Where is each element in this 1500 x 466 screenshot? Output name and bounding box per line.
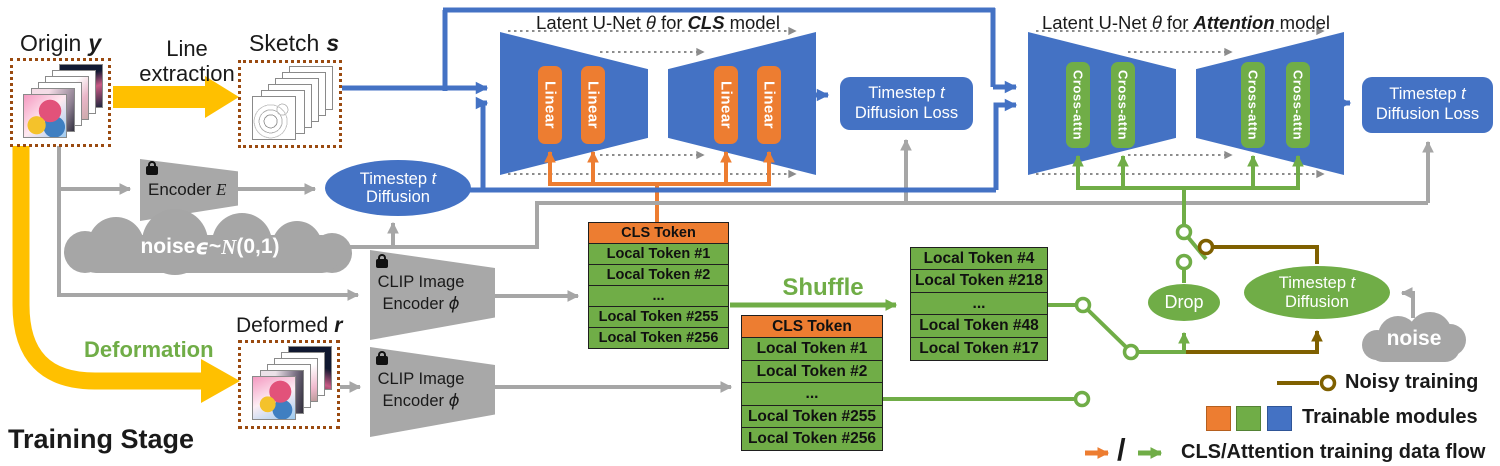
- legend-trainable-label: Trainable modules: [1302, 406, 1478, 428]
- linear-block: Linear: [538, 66, 562, 144]
- noise-cloud-small: noise: [1362, 308, 1466, 370]
- sketch-label-text: Sketch: [249, 30, 320, 56]
- legend-blue-square: [1267, 406, 1292, 431]
- linear-block: Linear: [714, 66, 738, 144]
- token-row: ...: [588, 284, 729, 308]
- legend-noisy-label: Noisy training: [1345, 371, 1479, 393]
- sketch-sheet-front: [252, 96, 296, 140]
- unet-cls-encoder-trapezoid: [500, 32, 648, 175]
- noise-cloud: noise ϵ~N(0,1): [64, 209, 356, 281]
- unet-attn-encoder-trapezoid: [1028, 32, 1176, 175]
- legend-orange-square: [1206, 406, 1231, 431]
- token-row: Local Token #4: [910, 247, 1048, 271]
- deformed-sheet-front: [252, 376, 296, 420]
- token-row: CLS Token: [588, 222, 729, 245]
- token-row: Local Token #255: [741, 404, 883, 429]
- cross-attn-block: Cross-attn: [1066, 62, 1090, 148]
- noise-formula: noise ϵ~N(0,1): [140, 234, 280, 260]
- token-row: Local Token #255: [588, 305, 729, 329]
- loss-line2: Diffusion Loss: [1375, 105, 1480, 123]
- token-row: Local Token #1: [588, 242, 729, 266]
- unet-cls-decoder-trapezoid: [668, 32, 816, 175]
- origin-token-stack: CLS Token Local Token #1 Local Token #2 …: [588, 222, 729, 350]
- cross-attn-block: Cross-attn: [1286, 62, 1310, 148]
- linear-block: Linear: [757, 66, 781, 144]
- deformed-image-stack: [238, 340, 340, 429]
- clip-encoder-top-label: CLIP Image Encoder ϕ: [377, 273, 465, 314]
- token-row: Local Token #2: [741, 359, 883, 384]
- legend-flow-label: CLS/Attention training data flow: [1181, 441, 1486, 463]
- token-row: Local Token #256: [741, 427, 883, 452]
- deformed-var: r: [334, 314, 343, 337]
- deformation-label: Deformation: [84, 337, 214, 362]
- lock-icon: [376, 351, 388, 365]
- legend-green-square: [1236, 406, 1261, 431]
- stage-title: Training Stage: [8, 424, 195, 454]
- origin-sheet-front: [23, 94, 67, 138]
- sketch-var: s: [326, 30, 340, 56]
- deformed-label: Deformed r: [236, 314, 342, 338]
- drop-ellipse: Drop: [1148, 284, 1220, 321]
- cross-attn-block: Cross-attn: [1111, 62, 1135, 148]
- loss-line1: Timestep t: [868, 83, 945, 102]
- token-row: ...: [741, 382, 883, 407]
- deformed-label-text: Deformed: [236, 314, 329, 337]
- line-extraction-label: Line extraction: [139, 36, 235, 87]
- timestep-diffusion-green-ellipse: Timestep t Diffusion: [1244, 266, 1390, 319]
- encoder-e-label: Encoder E: [148, 180, 226, 200]
- noisy-legend-contact: [1319, 374, 1337, 392]
- origin-var: y: [88, 30, 102, 56]
- timestep-green-line2: Diffusion: [1285, 292, 1349, 311]
- linear-block: Linear: [581, 66, 605, 144]
- cross-attn-block: Cross-attn: [1241, 62, 1265, 148]
- shuffle-label: Shuffle: [782, 274, 864, 301]
- attn-diffusion-loss-box: Timestep t Diffusion Loss: [1362, 77, 1493, 133]
- encoder-e-text: Encoder: [148, 180, 217, 199]
- token-row: CLS Token: [741, 315, 883, 339]
- timestep-green-line1: Timestep t: [1278, 274, 1356, 293]
- timestep-line2: Diffusion: [366, 188, 430, 206]
- token-row: Local Token #48: [910, 314, 1048, 339]
- deformed-token-stack: CLS Token Local Token #1 Local Token #2 …: [741, 315, 883, 452]
- token-row: Local Token #17: [910, 336, 1048, 361]
- origin-image-stack: [10, 58, 111, 147]
- loss-line2: Diffusion Loss: [854, 103, 959, 122]
- timestep-line1: Timestep t: [359, 169, 437, 188]
- cls-diffusion-loss-box: Timestep t Diffusion Loss: [840, 77, 973, 130]
- token-row: Local Token #256: [588, 326, 729, 350]
- clip-encoder-bottom-label: CLIP Image Encoder ϕ: [377, 370, 465, 411]
- token-row: Local Token #218: [910, 269, 1048, 294]
- sketch-image-stack: [238, 60, 342, 148]
- token-row: Local Token #1: [741, 337, 883, 362]
- origin-label-text: Origin: [20, 30, 82, 56]
- token-row: ...: [910, 291, 1048, 316]
- token-row: Local Token #2: [588, 263, 729, 287]
- timestep-diffusion-ellipse: Timestep t Diffusion: [325, 160, 471, 216]
- unet-attn-decoder-trapezoid: [1196, 32, 1344, 175]
- lock-icon: [146, 161, 158, 175]
- shuffled-token-stack: Local Token #4 Local Token #218 ... Loca…: [910, 247, 1048, 361]
- cls-conditioning-feed: [544, 150, 775, 186]
- legend-slash: /: [1117, 432, 1126, 466]
- lock-icon: [376, 254, 388, 268]
- encoder-e-symbol: E: [216, 180, 227, 199]
- origin-label: Origin y: [20, 30, 101, 57]
- noise-small-label: noise: [1386, 327, 1442, 350]
- loss-line1: Timestep t: [1389, 85, 1466, 104]
- sketch-label: Sketch s: [249, 30, 339, 57]
